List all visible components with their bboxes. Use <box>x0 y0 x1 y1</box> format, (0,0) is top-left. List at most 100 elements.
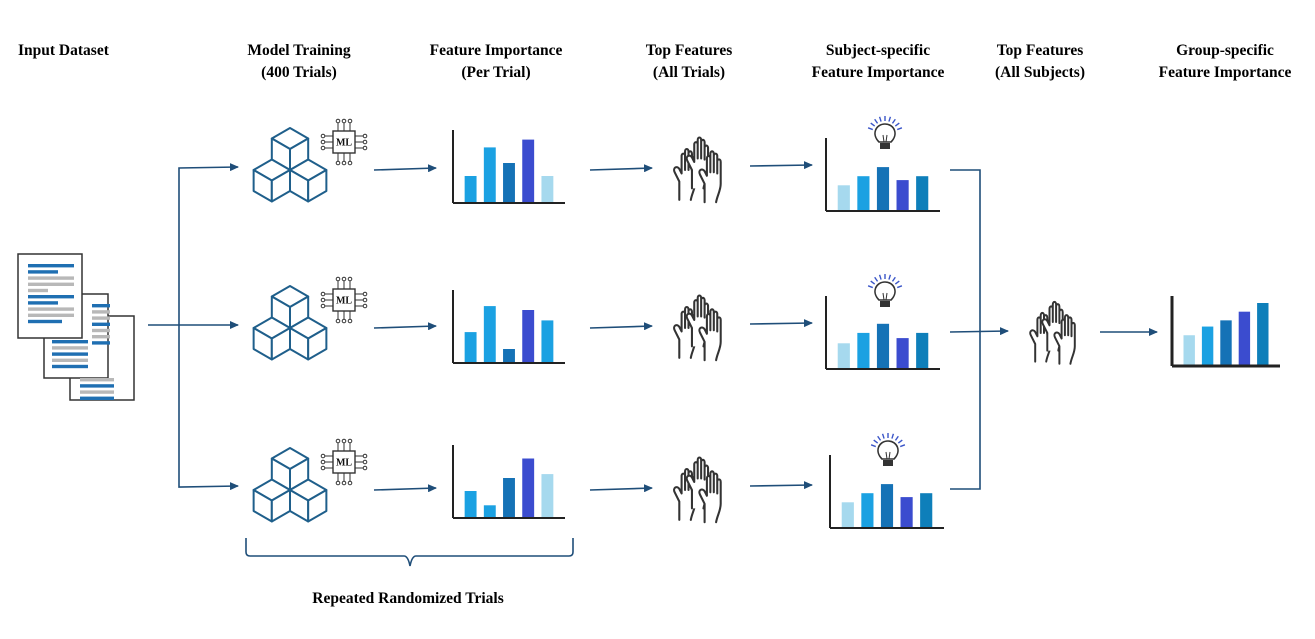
chip-pin <box>335 480 341 486</box>
cube-face <box>307 169 328 203</box>
chip-pin <box>347 276 353 282</box>
chart-bar <box>916 176 929 210</box>
chart-bar <box>896 338 909 368</box>
bulb-base <box>880 301 890 307</box>
chart-bar <box>841 502 854 527</box>
bulb-ray <box>891 118 896 124</box>
header-line: Feature Importance <box>429 42 563 59</box>
hand-shape <box>698 308 722 362</box>
chip-pin <box>341 160 347 166</box>
bulb-ray <box>891 433 895 439</box>
raised-hands-icon <box>673 456 722 524</box>
bulb-base <box>880 143 890 149</box>
curly-brace-icon <box>245 538 574 567</box>
chart-bar <box>1220 320 1232 365</box>
raised-hands-icon <box>673 294 722 362</box>
subject-feature-chart <box>825 138 940 212</box>
chip-pin <box>341 318 347 324</box>
arrow-top-to-subject <box>749 481 813 490</box>
chip-pin <box>362 133 368 139</box>
chip-pin <box>320 291 326 297</box>
chip-pin <box>341 438 347 444</box>
header-model-training: Model Training (400 Trials) <box>247 40 350 84</box>
subject-feature-chart <box>829 455 944 529</box>
chip-pin <box>341 276 347 282</box>
chip-pin <box>362 459 368 465</box>
chip-pin <box>347 318 353 324</box>
document-line <box>28 307 74 311</box>
chart-bar <box>503 478 515 517</box>
hand-shape <box>698 150 722 204</box>
document-line <box>92 341 110 345</box>
header-top-features-subjects: Top Features (All Subjects) <box>995 40 1085 84</box>
chart-bar <box>837 185 850 210</box>
arrow-model-to-fi <box>373 322 437 331</box>
header-line: Group-specific <box>1176 42 1274 59</box>
arrow-fi-to-top <box>589 164 653 173</box>
chart-bar <box>1257 303 1269 365</box>
bulb-glass <box>874 123 896 143</box>
bulb-ray <box>867 127 874 131</box>
chart-bar <box>541 474 554 517</box>
header-line: Top Features <box>645 42 733 59</box>
chip-body <box>332 288 356 312</box>
bulb-filament <box>885 134 888 143</box>
bulb-glass <box>877 440 899 460</box>
merge-bracket <box>950 169 981 490</box>
chart-bar <box>916 332 929 368</box>
document-line <box>28 282 74 286</box>
bulb-filament <box>882 292 885 301</box>
lightbulb-icon <box>867 274 903 307</box>
header-line: (400 Trials) <box>261 64 337 81</box>
header-input-dataset: Input Dataset <box>18 40 109 62</box>
arrow-fi-to-top <box>589 322 653 331</box>
chip-pin <box>362 145 368 151</box>
document-line <box>28 288 48 293</box>
chart-bar <box>522 458 535 517</box>
hand-shape <box>1053 314 1076 365</box>
document-line <box>28 295 74 299</box>
chart-bar <box>857 176 870 210</box>
arrow-model-to-fi <box>373 484 437 493</box>
bulb-ray <box>896 127 903 131</box>
bulb-ray <box>874 276 879 282</box>
header-subject-specific: Subject-specific Feature Importance <box>812 40 945 84</box>
chip-pin <box>362 465 368 471</box>
arrow-fi-to-top <box>589 484 653 493</box>
document-line <box>52 364 88 369</box>
document-line <box>28 301 58 305</box>
chip-pin <box>320 133 326 139</box>
bulb-filament <box>882 134 885 143</box>
chart-bar <box>541 320 554 362</box>
chip-pin <box>347 118 353 124</box>
trial-feature-chart <box>452 130 565 204</box>
footer-label: Repeated Randomized Trials <box>312 590 504 607</box>
bulb-ray <box>870 122 876 127</box>
ml-chip-icon: ML <box>320 118 368 166</box>
chart-bar <box>522 310 535 362</box>
chip-pin <box>362 139 368 145</box>
trial-feature-chart <box>452 445 565 519</box>
chart-bar <box>1238 311 1251 365</box>
bulb-ray <box>899 444 906 448</box>
chip-pin <box>320 465 326 471</box>
bulb-ray <box>894 122 900 127</box>
bulb-base <box>883 460 893 466</box>
document-line <box>92 316 110 320</box>
chip-pin <box>347 438 353 444</box>
bulb-filament <box>885 451 888 460</box>
header-line: (All Trials) <box>652 64 726 81</box>
header-group-specific: Group-specific Feature Importance <box>1159 40 1292 84</box>
document-line <box>52 358 88 362</box>
document-line <box>28 319 62 324</box>
chart-bar <box>857 332 870 368</box>
chip-pin <box>362 297 368 303</box>
bulb-ray <box>867 285 874 289</box>
chip-pin <box>320 139 326 145</box>
chart-bar <box>861 493 874 527</box>
header-top-features-trials: Top Features (All Trials) <box>646 40 733 84</box>
chart-bar <box>464 176 477 202</box>
document-line <box>80 384 114 388</box>
chart-bar <box>880 484 894 527</box>
chip-label: ML <box>336 458 352 469</box>
